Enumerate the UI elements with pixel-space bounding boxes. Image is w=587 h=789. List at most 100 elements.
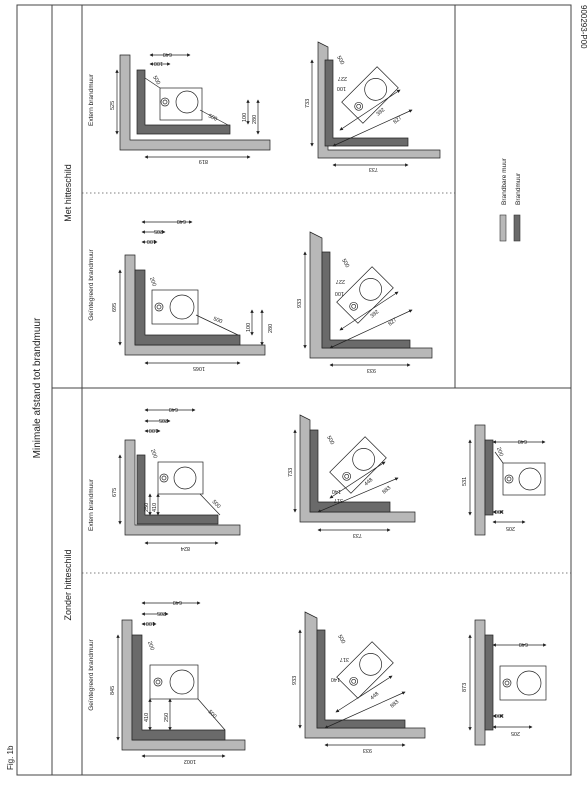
dim-label: 500 xyxy=(207,709,218,720)
firewall xyxy=(134,269,241,346)
dim-label: 500 xyxy=(212,316,223,325)
combustible-wall xyxy=(121,619,246,751)
combustible-wall xyxy=(317,41,441,159)
dim-label: 317 xyxy=(334,497,343,503)
dim-label: 525 xyxy=(110,101,116,110)
combustible-wall xyxy=(474,619,486,746)
dim-label: 100 xyxy=(495,508,504,514)
dim-label: 695 xyxy=(112,303,118,312)
dim-label: 933 xyxy=(363,747,372,753)
dim-label: 200 xyxy=(149,449,158,460)
dim-label: 827 xyxy=(392,115,403,126)
dim-label: 933 xyxy=(297,299,303,308)
dim-label: 733 xyxy=(305,99,311,108)
dim-label: 227 xyxy=(338,75,347,81)
dim-label: 100 xyxy=(149,427,158,433)
dim-label: 873 xyxy=(462,683,468,692)
dim-label: 1065 xyxy=(193,365,205,371)
combustible-wall xyxy=(309,231,433,359)
dim-label: 933 xyxy=(367,367,376,373)
firewall xyxy=(484,634,494,731)
stove-unit xyxy=(341,66,399,124)
dim-label: 200 xyxy=(146,641,155,652)
dim-label: 280 xyxy=(252,115,258,124)
dim-label: 500 xyxy=(340,258,350,269)
dim-label: 883 xyxy=(389,699,400,710)
stove-unit xyxy=(151,289,199,325)
stove-unit xyxy=(336,266,394,324)
dim-label: 675 xyxy=(112,488,118,497)
dim-label: 448 xyxy=(363,477,374,488)
dim-label: 845 xyxy=(110,686,116,695)
dim-label: 317 xyxy=(340,656,349,662)
dim-label: 250 xyxy=(144,503,150,512)
column-label-ms-external: Extern brandmuur xyxy=(88,73,95,126)
firewall xyxy=(136,454,219,525)
page-title: Minimale afstand tot brandmuur xyxy=(32,317,43,458)
dim-label: 100 xyxy=(337,85,346,91)
combustible-wall xyxy=(474,424,486,536)
dim-label: 100 xyxy=(335,290,344,296)
dim-label: 640 xyxy=(177,218,186,224)
dim-label: 205 xyxy=(511,730,520,736)
dim-label: 100 xyxy=(495,712,504,718)
legend-label-firewall: Brandmuur xyxy=(515,172,522,205)
dim-label: 640 xyxy=(169,406,178,412)
dim-label: 100 xyxy=(246,323,252,332)
dim-label: 640 xyxy=(163,51,172,57)
figure-label: Fig. 1b xyxy=(6,745,15,770)
stove-unit xyxy=(149,664,199,700)
dim-label: 827 xyxy=(387,317,398,328)
dotted-dividers xyxy=(82,192,571,574)
dim-label: 280 xyxy=(268,324,274,333)
dim-label: 100 xyxy=(242,113,248,122)
part-number: 900293-P00 xyxy=(579,5,587,49)
panel-ms-ext-diag xyxy=(310,41,441,167)
dim-label: 100 xyxy=(146,620,155,626)
dim-label: 100 xyxy=(154,60,163,66)
column-label-ms-integrated: Geïntegreerd brandmuur xyxy=(88,248,95,320)
stove-unit xyxy=(329,436,387,494)
dim-label: 448 xyxy=(369,691,380,702)
frame xyxy=(16,4,572,776)
firewall xyxy=(136,69,231,135)
dim-label: 205 xyxy=(154,228,163,234)
dim-label: 205 xyxy=(159,417,168,423)
stove-unit xyxy=(499,665,547,701)
dim-label: 392 xyxy=(369,309,380,320)
dim-label: 410 xyxy=(144,713,150,722)
panel-zs-int-wall xyxy=(468,619,547,746)
dim-label: 500 xyxy=(335,55,345,66)
column-label-zs-external: Extern brandmuur xyxy=(88,478,95,531)
group-without-shield: Zonder hitteschild xyxy=(63,549,73,620)
dim-label: 500 xyxy=(325,435,335,446)
panel-zs-ext-diag xyxy=(293,414,416,532)
dim-label: 733 xyxy=(288,468,294,477)
dim-label: 140 xyxy=(332,488,341,494)
dim-label: 933 xyxy=(292,676,298,685)
firewall xyxy=(484,439,494,516)
dim-label: 500 xyxy=(207,113,218,122)
dim-label: 500 xyxy=(336,634,346,645)
dim-label: 640 xyxy=(519,641,528,647)
dim-label: 733 xyxy=(353,532,362,538)
dim-label: 824 xyxy=(181,545,190,551)
panel-zs-int-diag xyxy=(298,611,426,747)
stove-unit xyxy=(502,462,546,496)
dim-label: 205 xyxy=(506,525,515,531)
panel-zs-ext-corner xyxy=(118,408,241,545)
panel-ms-int-corner xyxy=(118,220,266,365)
panel-zs-ext-wall xyxy=(468,424,546,536)
dim-label: 1002 xyxy=(184,758,196,764)
combustible-wall xyxy=(299,414,416,523)
dim-label: 250 xyxy=(164,713,170,722)
dim-label: 500 xyxy=(151,75,161,86)
column-label-zs-integrated: Geïntegreerd brandmuur xyxy=(88,638,95,710)
panel-ms-int-diag xyxy=(303,231,433,367)
dim-label: 640 xyxy=(173,599,182,605)
dim-label: 200 xyxy=(148,277,157,288)
dim-label: 100 xyxy=(147,238,156,244)
dim-label: 733 xyxy=(369,166,378,172)
group-with-shield: Met hitteschild xyxy=(63,164,73,222)
legend: Brandbare muur Brandmuur xyxy=(499,157,522,242)
